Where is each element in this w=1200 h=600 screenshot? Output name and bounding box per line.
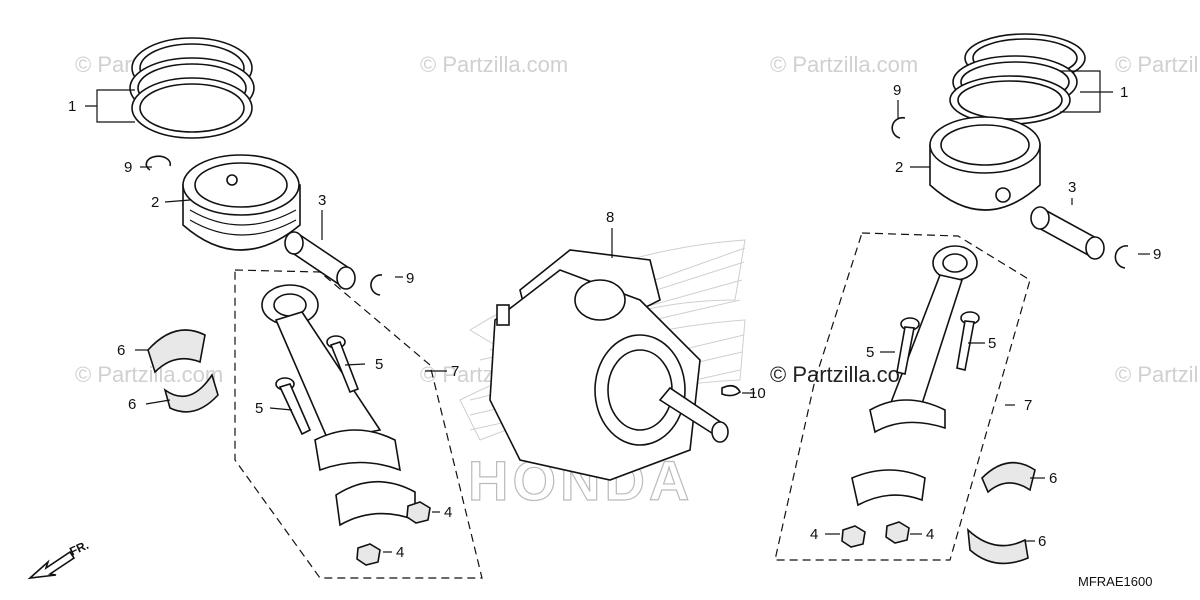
circlip-right-upper [891,116,906,139]
piston-pin-left [284,231,356,290]
callout-10: 10 [749,385,766,402]
watermark: © Partzilla.com [420,52,568,77]
piston-pin-right [1030,206,1105,260]
piston-left [182,154,301,251]
bearing-left-lower [163,373,219,413]
callout-6-left-lower: 6 [128,396,136,413]
callout-4-left-b: 4 [396,544,404,561]
circlip-right-lower [1114,245,1129,269]
callout-3-right: 3 [1068,179,1076,196]
conrod-nut-right-a [841,525,866,548]
conrod-bolt-left-b [275,377,312,436]
callout-7-right: 7 [1024,397,1032,414]
piston-right [929,116,1041,211]
callout-numbers: 1 9 2 3 9 5 5 6 6 7 4 4 8 10 1 9 2 3 9 5… [68,82,1161,561]
piston-rings-left [129,37,255,139]
callout-8: 8 [606,209,614,226]
callout-1-left: 1 [68,98,76,115]
conrod-assembly-outline-left [234,269,483,579]
callout-5-left-upper: 5 [375,356,383,373]
crankshaft [489,249,729,481]
callout-4-right-a: 4 [810,526,818,543]
watermark: © Partzilla.com [1115,362,1200,387]
callout-9-left-lower: 9 [406,270,414,287]
circlip-left-lower [370,274,383,296]
direction-label: FR. [67,538,90,559]
callout-6-right-lower: 6 [1038,533,1046,550]
watermark: © Partzilla.com [770,52,918,77]
piston-rings-right [949,33,1086,125]
callout-3-left: 3 [318,192,326,209]
conrod-bolt-right-a [896,317,920,375]
callout-5-right-left: 5 [866,344,874,361]
front-arrow-icon [27,550,76,580]
conrod-assembly-outline-right [774,232,1031,561]
callout-4-left-a: 4 [444,504,452,521]
watermark: © Partzilla.com [75,362,223,387]
callout-9-right-lower: 9 [1153,246,1161,263]
conrod-nut-left-a [406,501,431,524]
watermark: © Partzilla.com [1115,52,1200,77]
callout-6-right-upper: 6 [1049,470,1057,487]
diagram-code: MFRAE1600 [1078,574,1152,589]
connecting-rod-right [851,245,978,507]
conrod-nut-left-b [356,543,381,566]
leader-lines [85,70,1150,553]
circlip-left-upper [145,155,172,171]
callout-7-left: 7 [451,363,459,380]
callout-2-left: 2 [151,194,159,211]
connecting-rod-left [261,284,416,527]
bearing-left-upper [147,329,206,374]
woodruff-key [721,384,742,397]
watermark: © Partzilla.com [770,362,918,387]
callout-2-right: 2 [895,159,903,176]
bearing-right-lower [966,527,1029,565]
callout-6-left-upper: 6 [117,342,125,359]
conrod-bolt-right-b [956,311,980,371]
callout-5-left-lower: 5 [255,400,263,417]
conrod-bolt-left-a [326,335,360,394]
front-direction-indicator: FR. [27,538,91,580]
callout-5-right-right: 5 [988,335,996,352]
callout-9-right-upper: 9 [893,82,901,99]
callout-4-right-b: 4 [926,526,934,543]
conrod-nut-right-b [885,521,910,544]
callout-1-right: 1 [1120,84,1128,101]
bearing-right-upper [981,461,1036,494]
callout-9-left-upper: 9 [124,159,132,176]
